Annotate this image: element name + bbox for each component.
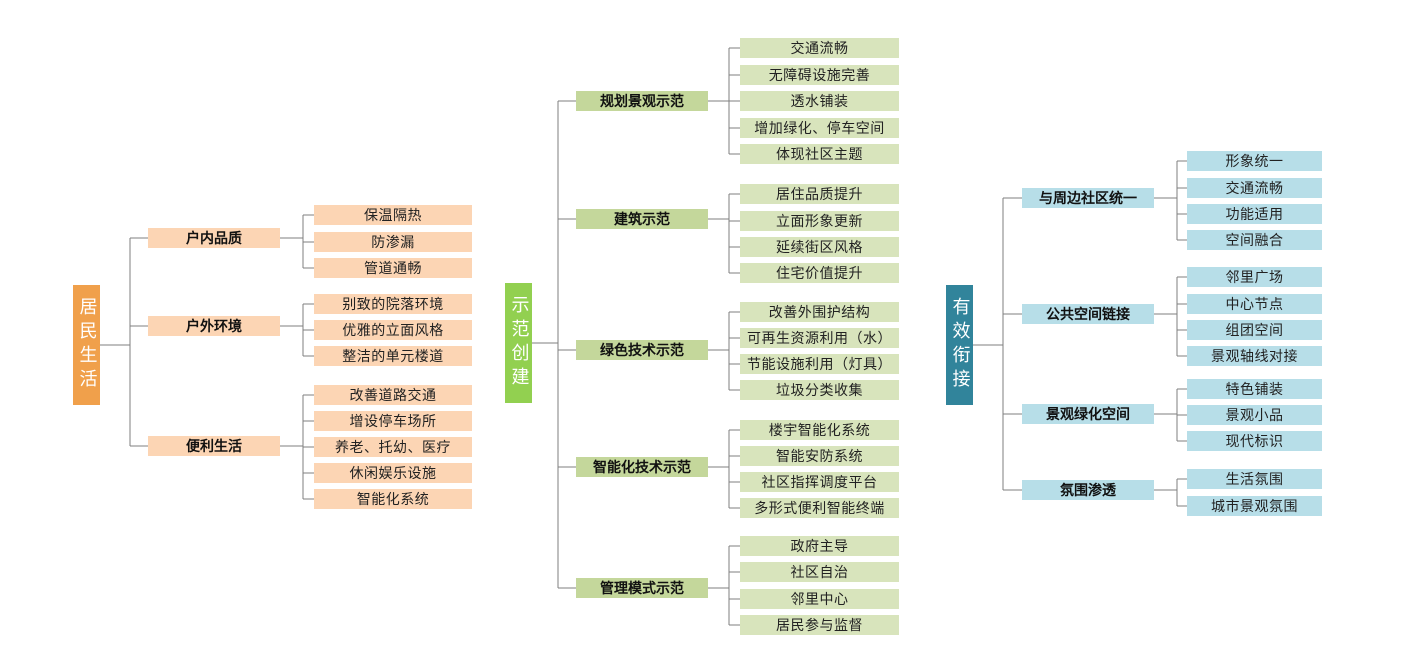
category-node-0-0: 户内品质 — [148, 228, 280, 248]
leaf-node-1-1-1: 立面形象更新 — [740, 211, 899, 231]
leaf-node-0-1-2: 整洁的单元楼道 — [314, 346, 472, 366]
leaf-node-1-1-0: 居住品质提升 — [740, 184, 899, 204]
category-node-0-2: 便利生活 — [148, 436, 280, 456]
category-node-2-1: 公共空间链接 — [1022, 304, 1154, 324]
leaf-node-2-0-1: 交通流畅 — [1187, 178, 1322, 198]
leaf-node-1-4-0: 政府主导 — [740, 536, 899, 556]
leaf-node-1-0-0: 交通流畅 — [740, 38, 899, 58]
leaf-node-0-2-2: 养老、托幼、医疗 — [314, 437, 472, 457]
leaf-node-2-2-1: 景观小品 — [1187, 405, 1322, 425]
category-node-1-2: 绿色技术示范 — [576, 340, 708, 360]
leaf-node-1-3-1: 智能安防系统 — [740, 446, 899, 466]
leaf-node-2-1-2: 组团空间 — [1187, 320, 1322, 340]
leaf-node-1-3-0: 楼宇智能化系统 — [740, 420, 899, 440]
category-node-1-3: 智能化技术示范 — [576, 457, 708, 477]
leaf-node-1-3-2: 社区指挥调度平台 — [740, 472, 899, 492]
root-node-0: 居民生活 — [73, 285, 100, 405]
leaf-node-0-2-0: 改善道路交通 — [314, 385, 472, 405]
leaf-node-2-2-2: 现代标识 — [1187, 431, 1322, 451]
leaf-node-1-0-1: 无障碍设施完善 — [740, 65, 899, 85]
leaf-node-1-2-3: 垃圾分类收集 — [740, 380, 899, 400]
root-node-2: 有效衔接 — [946, 285, 973, 405]
leaf-node-2-1-0: 邻里广场 — [1187, 267, 1322, 287]
category-node-1-1: 建筑示范 — [576, 209, 708, 229]
leaf-node-2-0-2: 功能适用 — [1187, 204, 1322, 224]
category-node-1-0: 规划景观示范 — [576, 91, 708, 111]
category-node-0-1: 户外环境 — [148, 316, 280, 336]
leaf-node-1-1-2: 延续街区风格 — [740, 237, 899, 257]
leaf-node-1-0-4: 体现社区主题 — [740, 144, 899, 164]
leaf-node-0-2-3: 休闲娱乐设施 — [314, 463, 472, 483]
leaf-node-2-0-3: 空间融合 — [1187, 230, 1322, 250]
leaf-node-0-1-0: 别致的院落环境 — [314, 294, 472, 314]
leaf-node-1-1-3: 住宅价值提升 — [740, 263, 899, 283]
category-node-2-0: 与周边社区统一 — [1022, 188, 1154, 208]
root-node-1: 示范创建 — [505, 283, 532, 403]
leaf-node-0-2-1: 增设停车场所 — [314, 411, 472, 431]
leaf-node-1-4-3: 居民参与监督 — [740, 615, 899, 635]
leaf-node-2-2-0: 特色铺装 — [1187, 379, 1322, 399]
category-node-2-2: 景观绿化空间 — [1022, 404, 1154, 424]
leaf-node-0-0-0: 保温隔热 — [314, 205, 472, 225]
leaf-node-1-3-3: 多形式便利智能终端 — [740, 498, 899, 518]
leaf-node-1-4-2: 邻里中心 — [740, 589, 899, 609]
leaf-node-0-0-1: 防渗漏 — [314, 232, 472, 252]
leaf-node-0-1-1: 优雅的立面风格 — [314, 320, 472, 340]
leaf-node-0-2-4: 智能化系统 — [314, 489, 472, 509]
category-node-2-3: 氛围渗透 — [1022, 480, 1154, 500]
leaf-node-1-4-1: 社区自治 — [740, 562, 899, 582]
leaf-node-2-1-3: 景观轴线对接 — [1187, 346, 1322, 366]
leaf-node-0-0-2: 管道通畅 — [314, 258, 472, 278]
leaf-node-2-1-1: 中心节点 — [1187, 294, 1322, 314]
category-node-1-4: 管理模式示范 — [576, 578, 708, 598]
leaf-node-2-0-0: 形象统一 — [1187, 151, 1322, 171]
leaf-node-1-0-2: 透水铺装 — [740, 91, 899, 111]
leaf-node-2-3-1: 城市景观氛围 — [1187, 496, 1322, 516]
leaf-node-1-2-2: 节能设施利用（灯具） — [740, 354, 899, 374]
leaf-node-1-2-0: 改善外围护结构 — [740, 302, 899, 322]
leaf-node-1-0-3: 增加绿化、停车空间 — [740, 118, 899, 138]
leaf-node-1-2-1: 可再生资源利用（水） — [740, 328, 899, 348]
leaf-node-2-3-0: 生活氛围 — [1187, 469, 1322, 489]
